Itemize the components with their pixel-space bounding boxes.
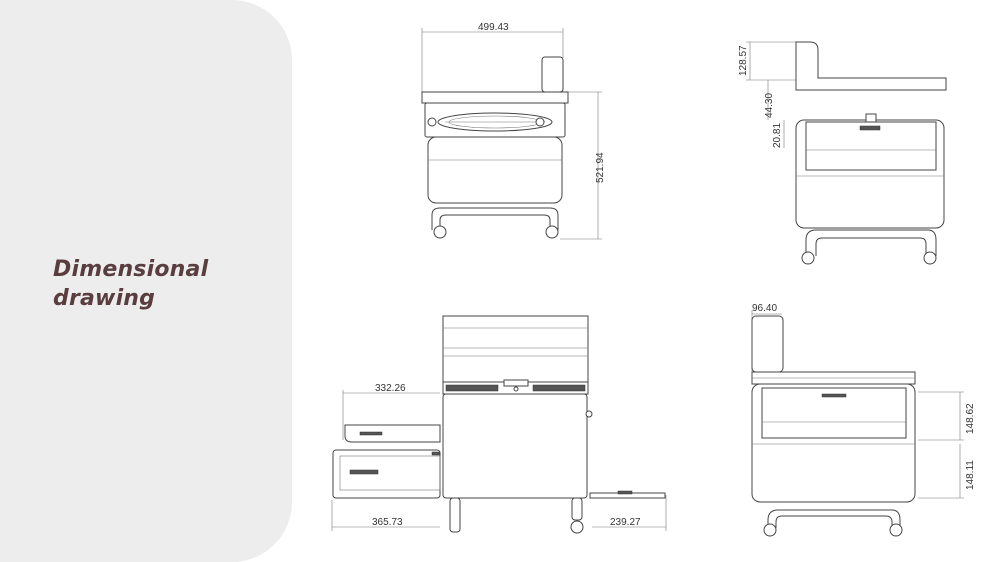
title-line-2: drawing <box>53 286 156 311</box>
drawer-open-view: 332.26 365.73 239.27 <box>331 315 667 534</box>
side-view-bottom: 96.40 148.62 148.11 <box>751 303 976 537</box>
dim-footrest-width: 239.27 <box>610 517 641 528</box>
dim-side-gap: 20.81 <box>772 123 783 148</box>
dim-front-height: 521.94 <box>595 152 606 183</box>
side-panel <box>0 0 292 562</box>
dim-side-drawer-upper: 148.62 <box>965 403 976 434</box>
dim-drawer-upper: 332.26 <box>375 383 406 394</box>
page-title: Dimensional drawing <box>53 255 208 313</box>
front-view: 499.43 521.94 <box>421 22 606 240</box>
title-line-1: Dimensional <box>53 257 209 282</box>
dim-side-tray-height: 44.30 <box>764 93 775 118</box>
dim-side-back-width: 96.40 <box>752 303 777 314</box>
dim-front-width: 499.43 <box>478 22 509 33</box>
dim-side-drawer-lower: 148.11 <box>965 460 976 490</box>
dim-drawer-lower: 365.73 <box>372 517 403 528</box>
dim-side-top-height: 128.57 <box>738 45 749 76</box>
side-view-top: 128.57 44.30 20.81 <box>738 41 947 265</box>
